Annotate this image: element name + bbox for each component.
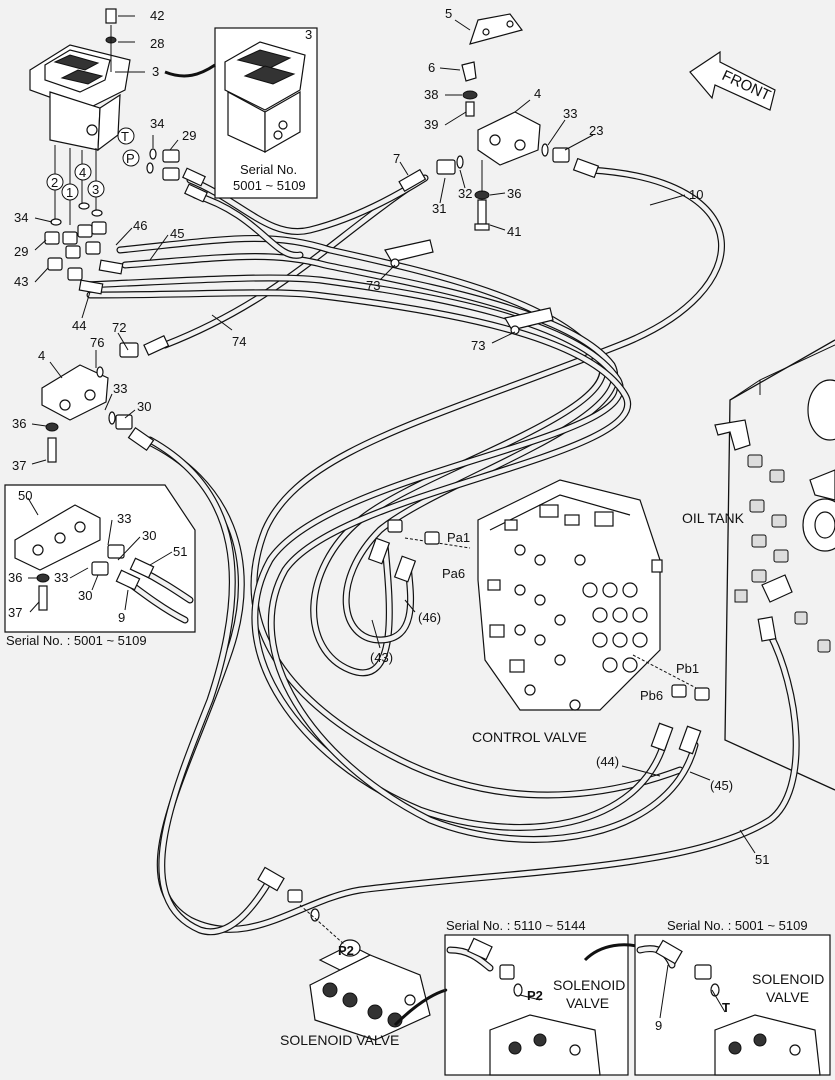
callout-50: 50: [18, 488, 32, 503]
callout-37-left: 37: [12, 458, 26, 473]
callout-9: 9: [655, 1018, 662, 1033]
serial-left-inset: Serial No. : 5001 ~ 5109: [6, 633, 147, 648]
callout-72: 72: [112, 320, 126, 335]
pilot-fittings: [44, 148, 180, 281]
oil-tank-label: OIL TANK: [682, 510, 745, 526]
callout-28: 28: [150, 36, 164, 51]
port-circle-3: 3: [92, 182, 99, 197]
solenoid-inset-5001-5109: [634, 934, 831, 1076]
port-circle-p: P: [126, 151, 135, 166]
callout-43-paren: (43): [370, 650, 393, 665]
solenoid-inset-b-label-2: VALVE: [766, 989, 809, 1005]
captions: FRONT OIL TANK CONTROL VALVE SOLENOID VA…: [280, 67, 824, 1048]
port-p2-inset: P2: [527, 988, 543, 1003]
callout-34-top: 34: [150, 116, 164, 131]
port-p2-main: P2: [338, 943, 354, 958]
serial-bottom-mid-inset: Serial No. : 5110 ~ 5144: [446, 918, 586, 933]
callout-73-b: 73: [471, 338, 485, 353]
serial-labels: Serial No. 5001 ~ 5109 Serial No. : 5001…: [6, 162, 808, 933]
port-circles: 2 1 4 3 T P: [46, 127, 140, 201]
callout-6: 6: [428, 60, 435, 75]
leader-lines: [27, 15, 756, 1019]
hose-bundle: [81, 166, 800, 936]
callout-32: 32: [458, 186, 472, 201]
callout-36-top: 36: [507, 186, 521, 201]
callout-30-left: 30: [137, 399, 151, 414]
callout-46-paren: (46): [418, 610, 441, 625]
callout-29-left: 29: [14, 244, 28, 259]
callout-42: 42: [150, 8, 164, 23]
oil-tank: [714, 339, 835, 791]
port-pb6: Pb6: [640, 688, 663, 703]
callout-4-top: 4: [534, 86, 541, 101]
callout-23: 23: [589, 123, 603, 138]
callout-10: 10: [689, 187, 703, 202]
control-valve-label: CONTROL VALVE: [472, 729, 587, 745]
port-circle-4: 4: [79, 165, 86, 180]
pilot-valve: [29, 8, 131, 225]
port-pa1: Pa1: [447, 530, 470, 545]
callout-46: 46: [133, 218, 147, 233]
callout-73-a: 73: [366, 278, 380, 293]
serial-bottom-right-inset: Serial No. : 5001 ~ 5109: [667, 918, 808, 933]
callout-45-paren: (45): [710, 778, 733, 793]
front-arrow: [689, 50, 776, 111]
callout-51-inset: 51: [173, 544, 187, 559]
block-4-top: [436, 13, 570, 231]
callout-4-left: 4: [38, 348, 45, 363]
callout-38: 38: [424, 87, 438, 102]
solenoid-valve: [287, 889, 431, 1041]
callout-7: 7: [393, 151, 400, 166]
callout-51: 51: [755, 852, 769, 867]
callout-74: 74: [232, 334, 246, 349]
callout-30-inset-b: 30: [78, 588, 92, 603]
callout-9-inset: 9: [118, 610, 125, 625]
port-pb1: Pb1: [676, 661, 699, 676]
callout-76: 76: [90, 335, 104, 350]
callout-labels: 42 28 3 3 34 29 34 29 43 46 45 44 72 74 …: [8, 6, 769, 1033]
callout-33-inset-b: 33: [54, 570, 68, 585]
callout-34-left: 34: [14, 210, 28, 225]
port-t-inset: T: [722, 1000, 730, 1015]
callout-33-top: 33: [563, 106, 577, 121]
callout-44: 44: [72, 318, 86, 333]
serial-top-inset-1: Serial No.: [240, 162, 297, 177]
callout-3-inset: 3: [305, 27, 312, 42]
callout-43: 43: [14, 274, 28, 289]
port-circle-1: 1: [66, 185, 73, 200]
callout-33-inset: 33: [117, 511, 131, 526]
control-valve: [387, 479, 710, 711]
callout-37-inset: 37: [8, 605, 22, 620]
top-inset: [214, 27, 318, 199]
callout-41: 41: [507, 224, 521, 239]
port-pa6: Pa6: [442, 566, 465, 581]
callout-39: 39: [424, 117, 438, 132]
solenoid-inset-a-label-1: SOLENOID: [553, 977, 625, 993]
clamp-73: [384, 239, 554, 335]
solenoid-inset-5110-5144: [444, 934, 629, 1076]
port-circle-t: T: [121, 129, 129, 144]
callout-44-paren: (44): [596, 754, 619, 769]
callout-5: 5: [445, 6, 452, 21]
serial-top-inset-2: 5001 ~ 5109: [233, 178, 306, 193]
solenoid-valve-label: SOLENOID VALVE: [280, 1032, 399, 1048]
port-circle-2: 2: [51, 175, 58, 190]
callout-45: 45: [170, 226, 184, 241]
callout-31: 31: [432, 201, 446, 216]
block-4-left: [41, 342, 139, 463]
left-inset: [4, 484, 196, 633]
callout-30-inset: 30: [142, 528, 156, 543]
callout-36-left: 36: [12, 416, 26, 431]
solenoid-inset-a-label-2: VALVE: [566, 995, 609, 1011]
hose-end-fittings: [78, 157, 777, 892]
callout-36-inset: 36: [8, 570, 22, 585]
callout-3: 3: [152, 64, 159, 79]
callout-33-left: 33: [113, 381, 127, 396]
solenoid-inset-b-label-1: SOLENOID: [752, 971, 824, 987]
callout-29-top: 29: [182, 128, 196, 143]
